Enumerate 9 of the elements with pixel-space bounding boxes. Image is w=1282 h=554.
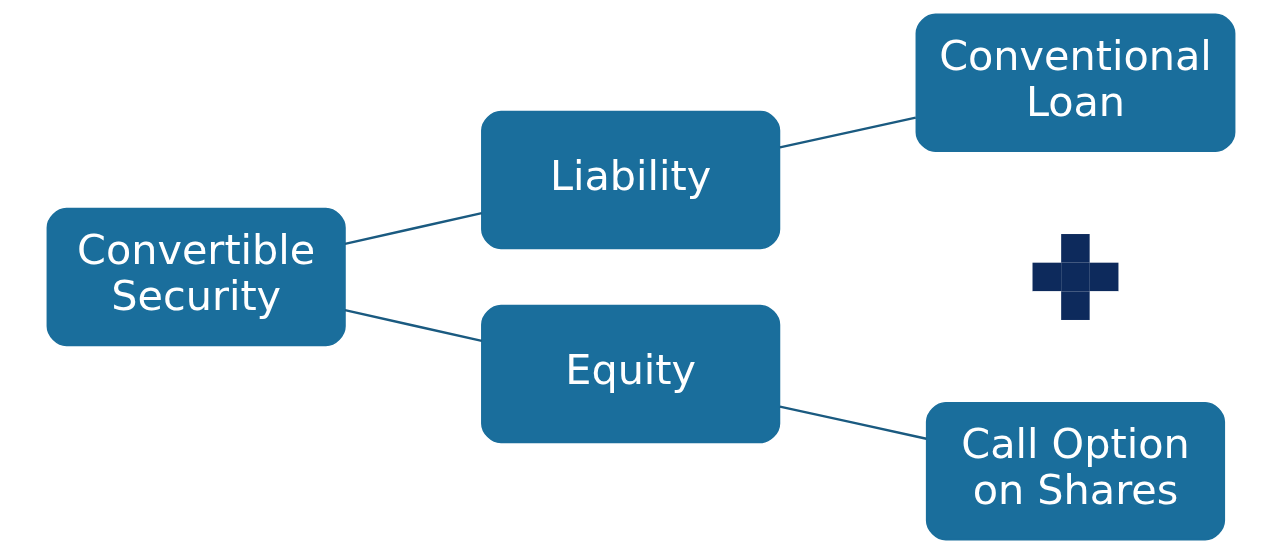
node-box: Call Option on Shares <box>925 401 1226 541</box>
connector <box>779 116 916 149</box>
node-box: Liability <box>481 110 781 250</box>
connector <box>344 308 483 343</box>
connector <box>779 405 927 440</box>
node-box: Conventional Loan <box>915 13 1236 153</box>
node-box: Convertible Security <box>46 207 346 347</box>
connector <box>344 211 483 246</box>
node-box: Equity <box>481 304 781 444</box>
